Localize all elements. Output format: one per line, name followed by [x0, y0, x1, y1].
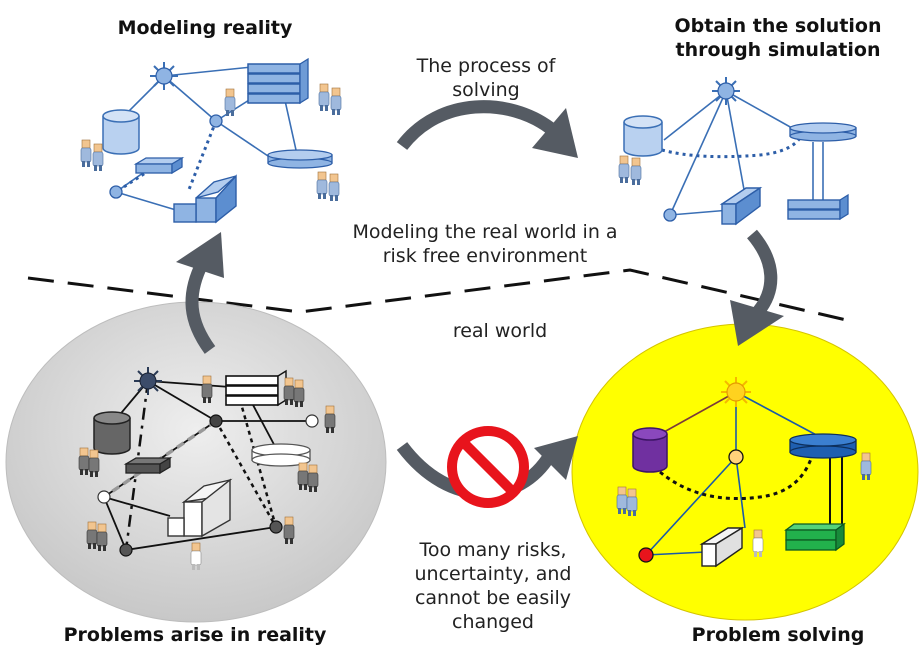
no-entry-icon — [447, 426, 529, 508]
people-icon — [618, 155, 642, 186]
arrow-top-head — [532, 108, 578, 158]
title-obtain-solution: Obtain the solution through simulation — [650, 14, 906, 62]
database-icon — [623, 115, 663, 157]
disk-icon — [789, 122, 857, 142]
simulation-network — [618, 77, 857, 226]
real-world-divider — [27, 268, 856, 324]
arrow-up-left — [185, 265, 216, 354]
sun-node-icon — [134, 367, 162, 395]
label-process-of-solving: The process of solving — [380, 54, 592, 102]
sun-node-icon — [712, 77, 740, 105]
database-icon — [93, 411, 131, 455]
router-icon — [133, 156, 185, 175]
title-problems-arise: Problems arise in reality — [63, 624, 327, 646]
building-icon — [173, 174, 237, 224]
database-icon — [102, 109, 140, 155]
label-risks-line1: Too many risks, — [419, 539, 567, 561]
label-risks-line4: changed — [452, 611, 534, 633]
arrow-up-left-head — [176, 232, 224, 278]
title-obtain-solution-line2: through simulation — [675, 39, 881, 61]
label-process-line2: solving — [452, 79, 520, 101]
server-rack-icon — [787, 193, 849, 221]
disk-icon — [251, 443, 311, 467]
arrow-down-right-head — [730, 300, 784, 346]
label-real-world: real world — [452, 320, 548, 342]
sun-node-icon — [721, 377, 751, 407]
title-obtain-solution-line1: Obtain the solution — [674, 15, 882, 37]
router-icon — [123, 456, 173, 475]
label-risks-line3: cannot be easily — [414, 587, 572, 609]
label-risk-free: Modeling the real world in a risk free e… — [318, 220, 652, 268]
title-problem-solving: Problem solving — [691, 624, 865, 646]
label-risk-free-line1: Modeling the real world in a — [352, 221, 618, 243]
model-network — [80, 57, 342, 224]
title-modeling-reality: Modeling reality — [117, 17, 293, 39]
label-risks-line2: uncertainty, and — [414, 563, 572, 585]
solving-network — [571, 323, 919, 621]
label-process-line1: The process of — [416, 55, 556, 77]
reality-network — [5, 301, 387, 623]
arrow-top — [396, 100, 554, 151]
sun-node-icon — [150, 62, 178, 90]
arrow-down-right — [746, 229, 778, 317]
server-rack-icon — [784, 522, 846, 552]
server-rack-icon — [225, 369, 287, 407]
building-icon — [699, 526, 745, 568]
label-too-many-risks: Too many risks, uncertainty, and cannot … — [386, 538, 600, 634]
arrow-bottom-head — [534, 436, 578, 480]
building-icon — [167, 478, 233, 538]
disk-icon — [789, 433, 857, 459]
server-rack-icon — [247, 57, 309, 105]
disk-icon — [267, 149, 333, 169]
label-risk-free-line2: risk free environment — [382, 245, 588, 267]
building-icon — [719, 186, 763, 226]
database-icon — [632, 427, 668, 473]
